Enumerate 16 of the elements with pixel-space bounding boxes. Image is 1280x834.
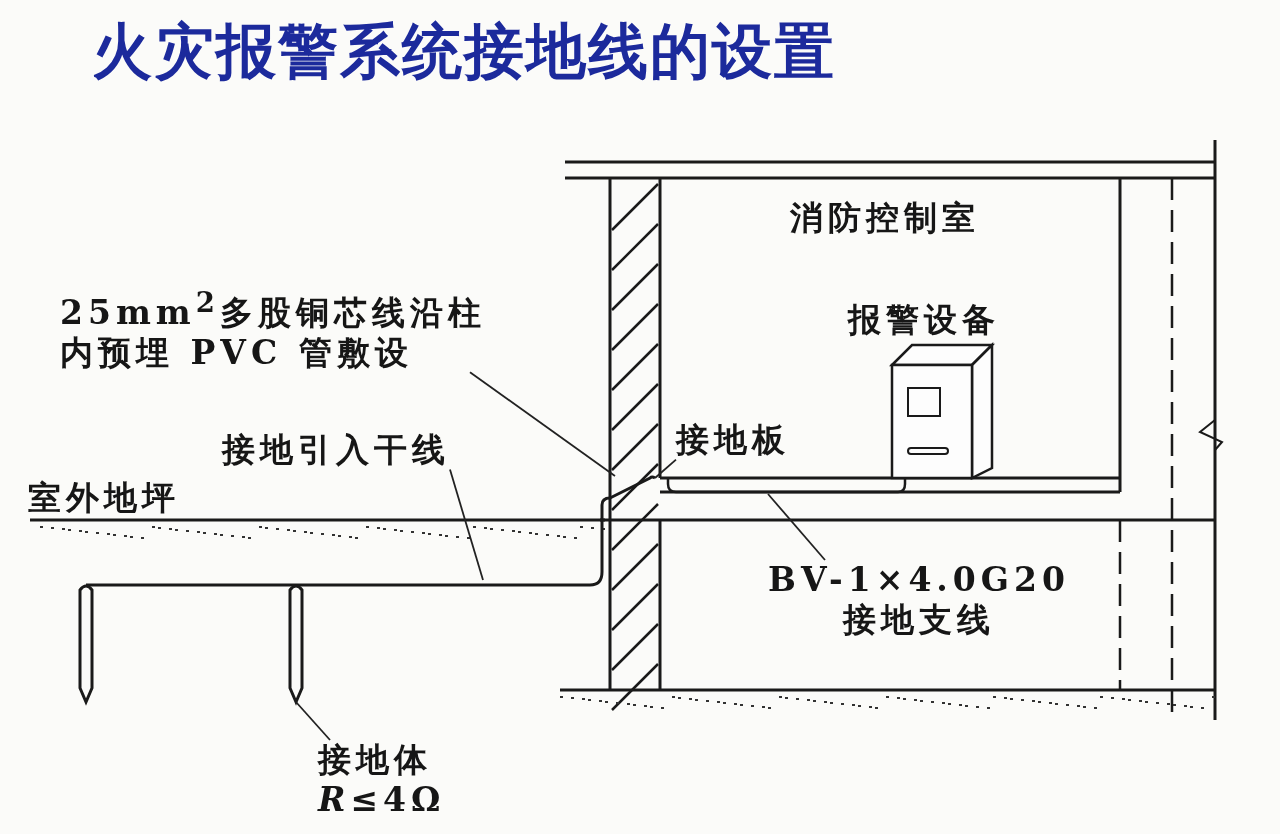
leader-line	[449, 468, 484, 581]
leader-line	[295, 701, 331, 741]
room-label: 室外地坪	[28, 477, 180, 519]
room-label: 消防控制室	[790, 197, 980, 239]
callout-line: BV-1×4.0G20	[768, 560, 1070, 600]
leader-line	[654, 458, 677, 479]
callout-line: 接地支线	[842, 599, 995, 640]
callout-line: 25mm$^{2}$多股铜芯线沿柱内预埋 PVC 管敷设	[60, 286, 487, 373]
callout-line: 接地板	[676, 420, 790, 460]
callout-line: 接地体	[318, 740, 432, 780]
leader-line	[767, 493, 826, 561]
diagram-title: 火灾报警系统接地线的设置	[92, 15, 836, 88]
leader-line	[469, 371, 616, 477]
room-label: 报警设备	[848, 299, 1000, 341]
callout-line: 接地引入干线	[222, 430, 450, 470]
callout-line: R≤4Ω	[318, 779, 446, 820]
